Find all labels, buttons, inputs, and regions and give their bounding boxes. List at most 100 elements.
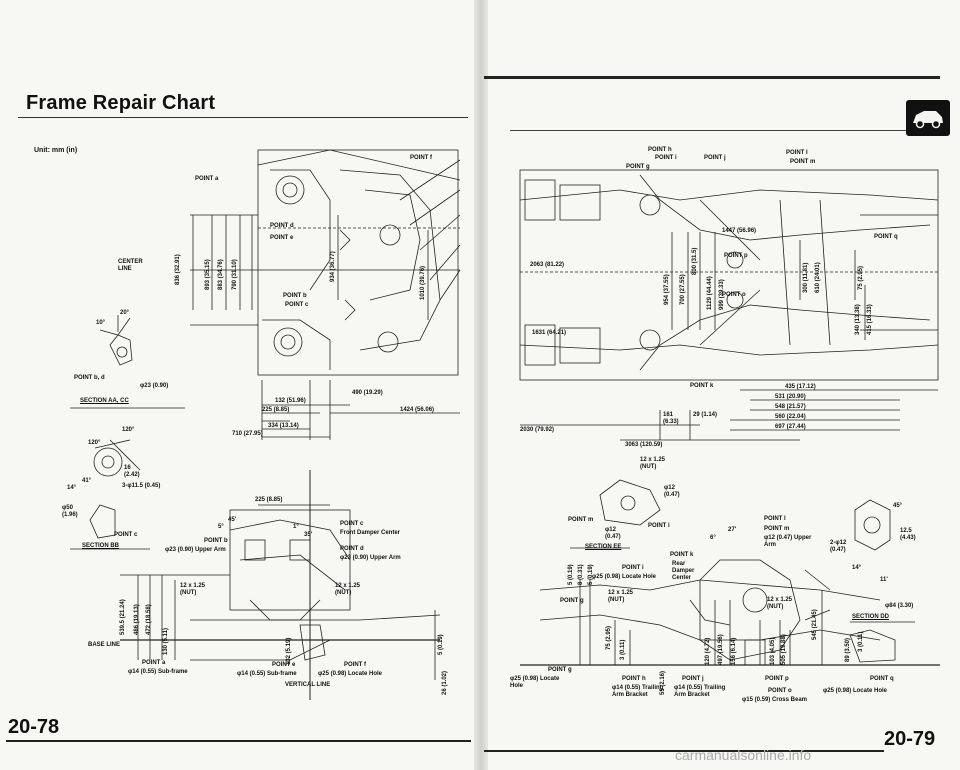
dim-999: 999 (39.33) [719,279,725,310]
dim-300: 300 (11.81) [803,262,809,293]
dim-710: 710 (27.95) [232,431,263,437]
page-number-right: 20-79 [884,728,936,750]
unit-label: Unit: mm (in) [34,147,78,154]
bottom-rule-right [484,750,884,752]
nut-mid: 12 x 1.25 (NUT) [608,590,634,603]
right-second-rule [510,130,940,131]
dim-3-011b: 3 (0.11) [858,631,864,652]
dim-800: 800 (31.5) [692,247,698,275]
dim-5-019b: 5 (0.19) [588,564,594,585]
dim-2063: 2063 (81.22) [530,262,565,268]
bottom-rule-left [6,740,471,742]
section-bb: SECTION BB [82,543,120,549]
label-point-g-mid: POINT g [560,598,584,604]
label-point-c: POINT c [285,302,309,308]
dim-700: 700 (27.55) [680,274,686,305]
label-point-g-bottom: POINT g [548,667,572,673]
label-point-h: POINT h [648,147,672,153]
label-point-c-front: POINT c [340,521,364,527]
label-point-p-bottom: POINT p [765,676,789,682]
label-point-l-right: POINT l [764,516,786,522]
label-point-c-section: POINT c [114,532,138,538]
label-point-o: POINT o [722,292,746,298]
label-point-e: POINT e [270,235,294,241]
label-center-line: CENTER LINE [118,259,143,272]
angle-6: 6° [710,535,716,541]
angle-45: 45' [228,517,237,523]
dia-15-o: φ15 (0.59) Cross Beam [742,697,807,703]
label-point-m-section: POINT m [568,517,594,523]
dia-25-hole: φ25 (0.98) Locate Hole [592,574,656,580]
dim-225-bottom: 225 (8.85) [255,497,283,503]
dim-1447: 1447 (56.96) [722,228,757,234]
dim-16-42: 16 (2.42) [124,465,140,478]
dim-340: 340 (13.38) [855,304,861,335]
angle-45-right: 45° [893,503,903,509]
dim-490: 490 (19.29) [352,390,383,396]
dim-12-047b: φ12 (0.47) [605,527,621,540]
label-point-q-bottom: POINT q [870,676,894,682]
nut-2: 12 x 1.25 (NUT) [335,583,361,596]
dim-29: 29 (1.14) [693,412,718,418]
rear-damper: Rear Damper Center [672,561,695,581]
book-gutter [474,0,488,770]
label-point-k: POINT k [690,383,714,389]
label-point-d: POINT d [270,223,294,229]
page-title: Frame Repair Chart [26,92,216,114]
dia-25-f: φ25 (0.98) Locate Hole [318,671,382,677]
upper-arm: φ12 (0.47) Upper Arm [764,535,812,548]
dia-25-q: φ25 (0.98) Locate Hole [823,688,887,694]
angle-11: 11' [880,577,888,583]
angle-35: 35' [304,532,313,538]
watermark: carmanualsonline.info [675,747,812,763]
dim-8-031: 8 (0.31) [578,564,584,585]
dia-14-h: φ14 (0.55) Trailing Arm Bracket [612,685,664,698]
dim-89: 89 (3.50) [845,637,851,662]
dim-435: 435 (17.12) [785,384,816,390]
dim-548: 548 (21.57) [775,404,806,410]
dim-1631: 1631 (64.21) [532,330,567,336]
label-point-k-rear: POINT k [670,552,694,558]
label-point-g: POINT g [626,164,650,170]
label-point-f-bottom: POINT f [344,662,366,668]
dim-610: 610 (24.01) [815,262,821,293]
dim-12-5: 12.5 (4.43) [900,528,916,541]
left-top-rule [18,117,468,118]
label-point-o-bottom: POINT o [768,688,792,694]
dim-545: 545 (21.45) [812,609,818,640]
dim-75: 75 (2.95) [858,265,864,290]
label-point-m: POINT m [790,159,816,165]
dia-14-e: φ14 (0.55) Sub-frame [237,671,297,677]
angle-20: 20° [120,310,130,316]
right-top-rule [484,76,940,79]
dim-12-047: φ12 (0.47) [664,485,680,498]
nut-top: 12 x 1.25 (NUT) [640,457,666,470]
vertical-line-label: VERTICAL LINE [285,682,331,688]
label-point-m-right: POINT m [764,526,790,532]
angle-27: 27' [728,527,737,533]
dim-161: 161 (6.33) [663,412,679,425]
angle-14-right: 14° [852,565,862,571]
dim-1424: 1424 (56.06) [400,407,435,413]
dim-3-011: 3 (0.11) [620,639,626,660]
dim-954: 954 (37.55) [664,274,670,305]
dim-132: 132 (51.96) [275,398,306,404]
dim-75-295: 75 (2.95) [606,625,612,650]
label-point-e-bottom: POINT e [272,662,296,668]
label-point-j-bottom: POINT j [682,676,704,682]
angle-120-a: 120° [88,440,101,446]
label-point-b-upper: POINT b [204,538,228,544]
label-point-h-bottom: POINT h [622,676,646,682]
nut-right: 12 x 1.25 (NUT) [767,597,793,610]
angle-1: 1° [293,524,299,530]
label-point-b: POINT b [283,293,307,299]
label-point-l: POINT l [786,150,808,156]
label-point-a-bottom: POINT a [142,660,166,666]
dim-560: 560 (22.04) [775,414,806,420]
dia-23-upper-d: φ23 (0.90) Upper Arm [340,555,401,561]
dim-3063: 3063 (120.59) [625,442,663,448]
angle-41: 41° [82,478,92,484]
section-ee: SECTION EE [585,544,622,550]
